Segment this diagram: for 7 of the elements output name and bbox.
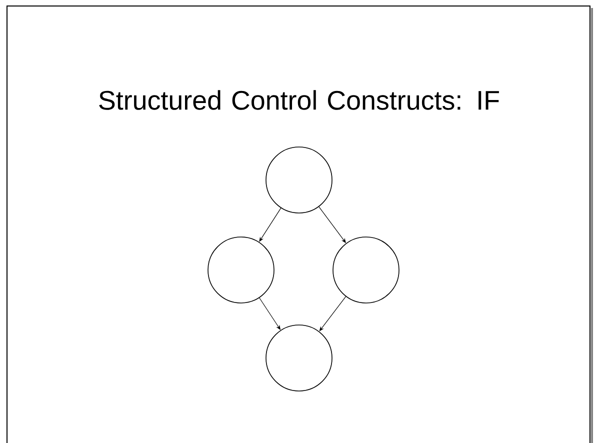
- circle-node: [332, 236, 400, 304]
- arrow: [319, 296, 346, 332]
- circle-node: [208, 236, 274, 304]
- title: Structured Control Constructs: IF: [99, 90, 499, 110]
- arrow: [259, 208, 282, 242]
- circle-node: [266, 324, 332, 392]
- circle-node: [266, 146, 332, 214]
